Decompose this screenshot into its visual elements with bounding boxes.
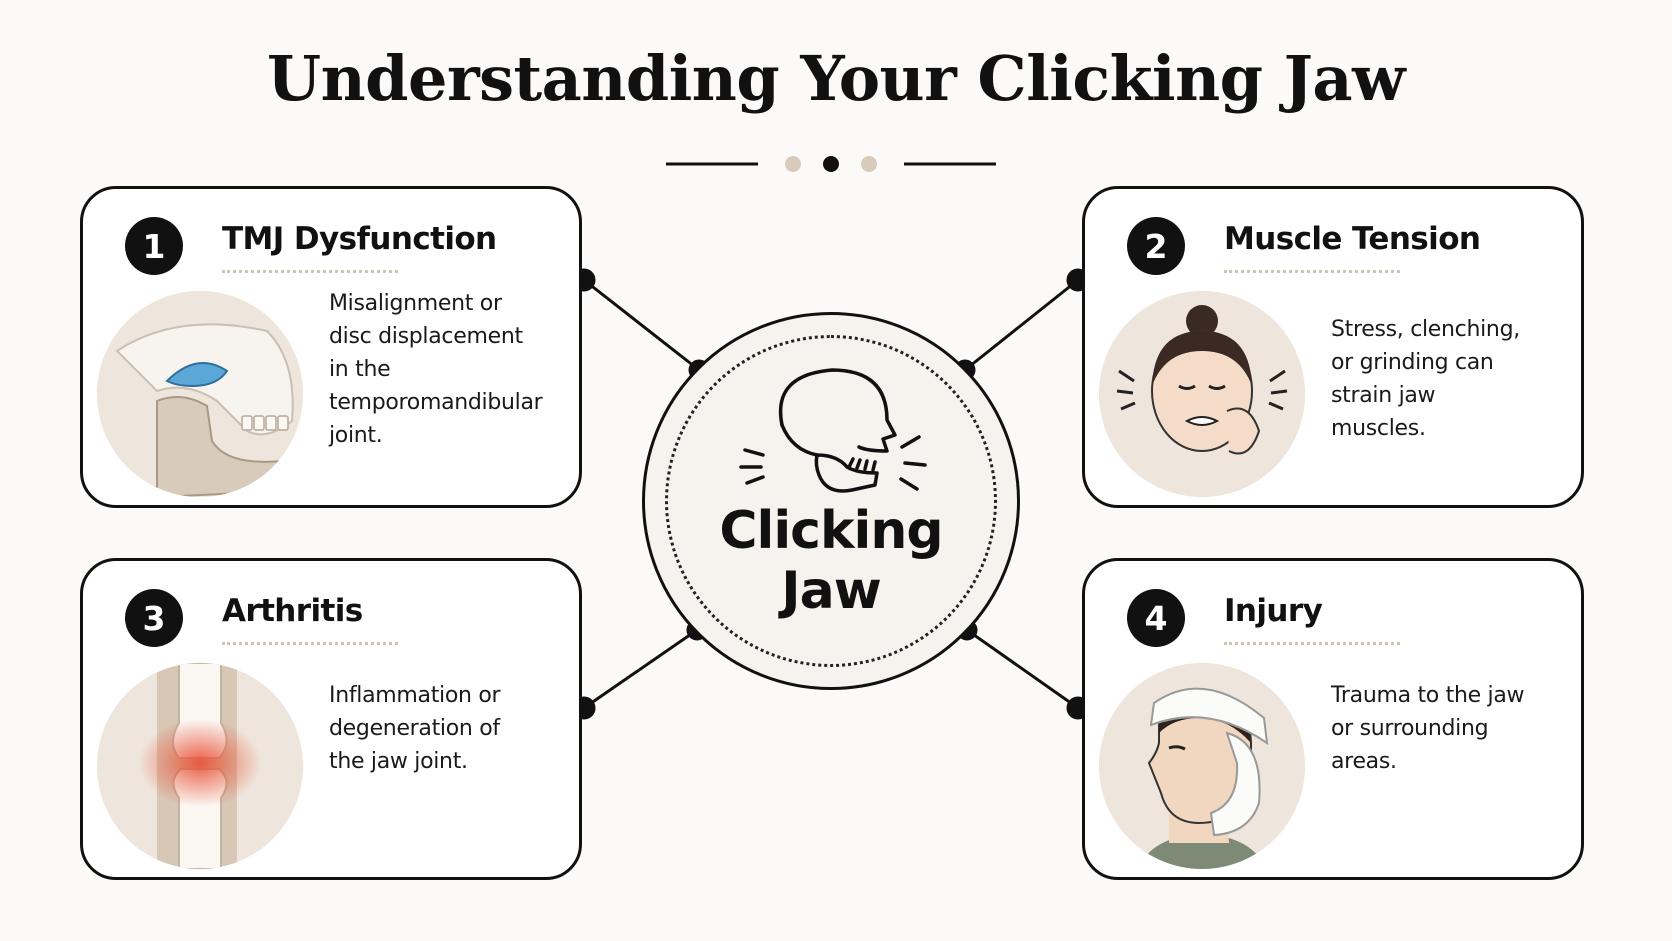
- card-description: Trauma to the jaw or surrounding areas.: [1331, 683, 1525, 774]
- inflamed-joint-illustration-icon: [97, 663, 303, 869]
- center-hub: Clicking Jaw: [642, 312, 1020, 690]
- dotted-ring: [665, 335, 997, 667]
- dotted-rule: [1224, 642, 1400, 645]
- number-badge: 3: [125, 589, 183, 647]
- number-badge: 2: [1127, 217, 1185, 275]
- center-title-line2: Jaw: [781, 561, 881, 621]
- tense-face-illustration-icon: [1099, 291, 1305, 497]
- tmj-joint-illustration-icon: [97, 291, 303, 497]
- card-title: TMJ Dysfunction: [222, 221, 497, 257]
- cause-card-muscle-tension: 2 Muscle Tension Stress, clenching, or g…: [1082, 186, 1584, 508]
- cause-card-arthritis: 3 Arthritis Inflammation or degeneration…: [80, 558, 582, 880]
- card-title: Muscle Tension: [1224, 221, 1481, 257]
- center-title-line1: Clicking: [719, 501, 943, 561]
- card-description: Misalignment or disc displacement in the…: [329, 291, 543, 448]
- number-badge: 1: [125, 217, 183, 275]
- cause-card-injury: 4 Injury Trauma to the jaw or surroundin…: [1082, 558, 1584, 880]
- cause-card-tmj-dysfunction: 1 TMJ Dysfunction Misalignment or disc d…: [80, 186, 582, 508]
- bandaged-head-illustration-icon: [1099, 663, 1305, 869]
- card-title: Arthritis: [222, 593, 363, 629]
- card-description: Stress, clenching, or grinding can strai…: [1331, 317, 1520, 441]
- dotted-rule: [222, 642, 398, 645]
- clicking-skull-icon: [739, 368, 927, 493]
- dotted-rule: [222, 270, 398, 273]
- card-title: Injury: [1224, 593, 1323, 629]
- number-badge: 4: [1127, 589, 1185, 647]
- page-title: Understanding Your Clicking Jaw: [267, 42, 1405, 115]
- title-divider: [666, 156, 996, 172]
- card-description: Inflammation or degeneration of the jaw …: [329, 683, 501, 774]
- dotted-rule: [1224, 270, 1400, 273]
